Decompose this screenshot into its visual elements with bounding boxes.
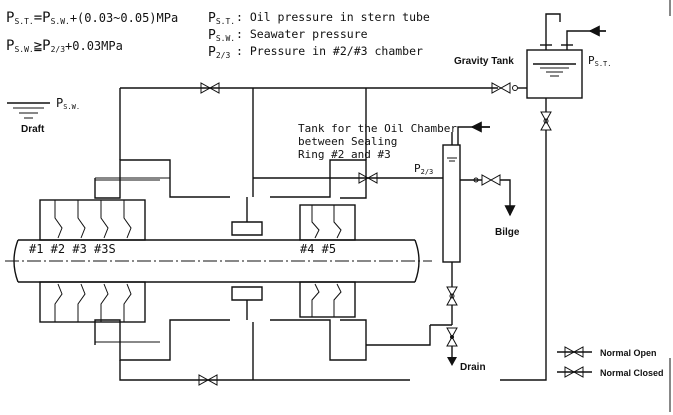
formula-line-2: PS.W.≧P2/3+0.03MPa [6,38,123,54]
tank-chamber-label-1: Tank for the Oil Chamber [298,122,457,135]
rings-right-label: #4 #5 [300,242,336,256]
stern-tube-housing-upper [94,159,367,236]
svg-text:PS.W.≧P2/3+0.03MPa: PS.W.≧P2/3+0.03MPa [6,38,123,54]
psw-label: PS.W. [56,96,80,111]
pipe-drain-link [366,325,431,346]
valve-gravity-outlet [540,111,552,131]
valve-top-right [491,82,518,94]
legend-normal-closed-label: Normal Closed [600,368,664,378]
bilge-label: Bilge [495,227,520,238]
definition-psw: PS.W. : Seawater pressure [208,27,368,43]
formula-line-1: PS.T.=PS.W.+(0.03~0.05)MPa [6,10,178,26]
pst-label: PS.T. [588,54,611,68]
valve-chamber-drain [446,286,458,306]
valve-drain-closed [446,327,458,347]
svg-text:: Seawater pressure: : Seawater pressure [236,27,368,41]
definition-pst: PS.T. : Oil pressure in stern tube [208,10,430,26]
p23-label: P2/3 [414,162,433,176]
gravity-tank-vent [545,13,561,50]
valve-chamber-inlet [358,172,378,184]
svg-text:PS.T.=PS.W.+(0.03~0.05)MPa: PS.T.=PS.W.+(0.03~0.05)MPa [6,10,178,26]
svg-text:PS.W.: PS.W. [208,28,235,43]
drain-arrow-icon [447,357,457,366]
legend-normal-open: Normal Open [557,346,657,358]
chamber-fill-pipe [457,126,490,145]
chamber-tank [442,144,461,263]
legend-normal-closed: Normal Closed [557,366,664,378]
gravity-tank-fill-pipe [566,30,606,50]
bilge-arrow-icon [500,179,516,217]
right-seal-assembly [299,204,356,318]
valve-bottom-left [198,374,218,386]
valve-top-left [200,82,220,94]
svg-text:: Oil pressure in stern tube: : Oil pressure in stern tube [236,10,430,24]
definition-p23: P2/3 : Pressure in #2/#3 chamber [208,44,423,60]
pipe-bottom-main [119,360,410,381]
drain-label: Drain [460,362,486,373]
valve-bilge [473,174,501,186]
tank-chamber-label-2: between Sealing [298,135,397,148]
rings-left-label: #1 #2 #3 #3S [29,242,116,256]
tank-chamber-label-3: Ring #2 and #3 [298,148,391,161]
svg-text:PS.T.: PS.T. [208,11,235,26]
draft-label: Draft [21,124,45,135]
svg-text:P2/3: P2/3 [208,45,230,60]
gravity-tank-label: Gravity Tank [454,56,514,67]
stern-tube-housing-lower [94,286,367,361]
svg-text:: Pressure in #2/#3 chamber: : Pressure in #2/#3 chamber [236,44,423,58]
pipe-gravity-return [500,130,547,381]
legend-normal-open-label: Normal Open [600,348,657,358]
seawater-level-symbol [7,102,50,119]
left-seal-assembly [39,179,160,343]
gravity-tank [526,44,583,99]
